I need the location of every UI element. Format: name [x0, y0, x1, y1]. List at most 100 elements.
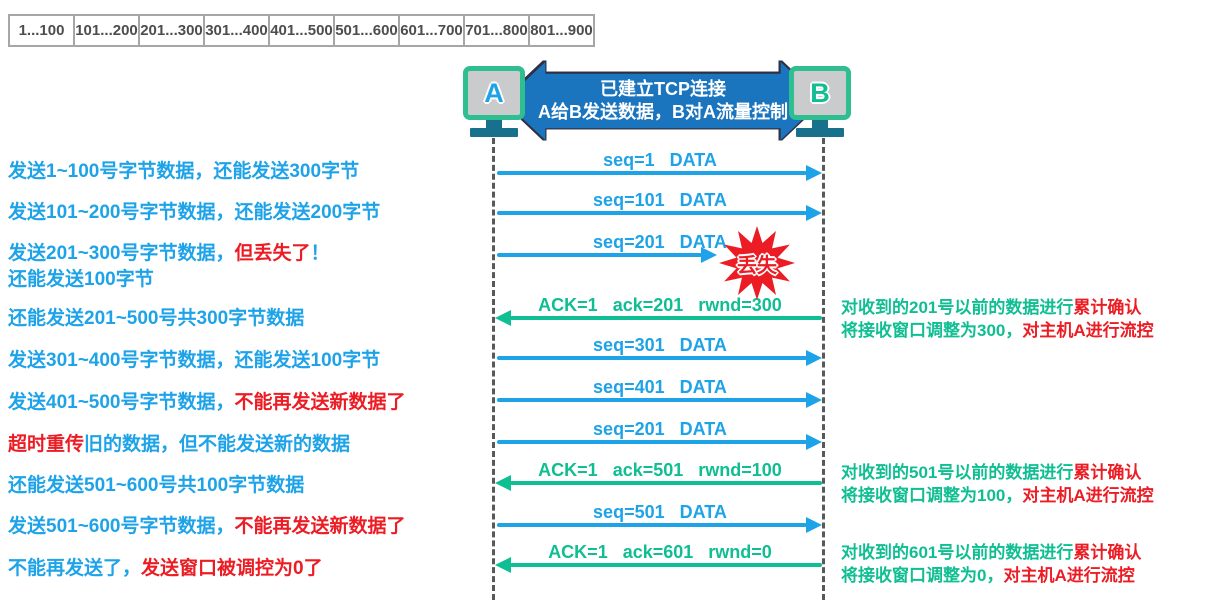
- sender-note: 发送501~600号字节数据，不能再发送新数据了: [8, 511, 406, 538]
- text-segment: 累计确认: [1073, 543, 1142, 562]
- sender-note: 超时重传旧的数据，但不能发送新的数据: [8, 429, 350, 456]
- data-arrow: [497, 165, 822, 181]
- lost-label: 丢失: [737, 254, 777, 277]
- arrowhead-right-icon: [806, 205, 822, 221]
- receiver-note-line: 对收到的201号以前的数据进行累计确认: [841, 296, 1154, 319]
- text-segment: 对主机A进行流控: [1003, 566, 1135, 585]
- byte-range-cell: 101...200: [73, 14, 140, 47]
- monitor-stand-icon: [796, 128, 844, 137]
- message-label: seq=301 DATA: [593, 335, 727, 355]
- data-arrow: [497, 434, 822, 450]
- text-segment: 但丢失了: [234, 243, 311, 264]
- data-arrow: [497, 517, 822, 533]
- arrowhead-left-icon: [495, 557, 511, 573]
- text-segment: 累计确认: [1073, 298, 1142, 317]
- host-b-label: B: [810, 77, 830, 108]
- receiver-note-line: 对收到的501号以前的数据进行累计确认: [841, 461, 1154, 484]
- sender-note: 发送401~500号字节数据，不能再发送新数据了: [8, 387, 406, 414]
- lifeline-b: [822, 138, 825, 600]
- banner-line1: 已建立TCP连接: [600, 79, 726, 99]
- data-arrow-lost: [497, 247, 717, 263]
- text-segment: 发送401~500号字节数据，: [8, 392, 235, 413]
- byte-range-cell: 1...100: [8, 14, 75, 47]
- ack-arrow: [495, 310, 822, 326]
- sender-note: 还能发送100字节: [8, 264, 154, 291]
- text-segment: 发送201~300号字节数据，: [8, 243, 235, 264]
- text-segment: 对收到的601号以前的数据进行: [841, 543, 1074, 562]
- data-arrow: [497, 392, 822, 408]
- text-segment: 发送301~400号字节数据，还能发送100字节: [8, 350, 381, 371]
- text-segment: 累计确认: [1073, 463, 1142, 482]
- message-label: seq=401 DATA: [593, 377, 727, 397]
- message-label: seq=501 DATA: [593, 502, 727, 522]
- arrowhead-right-icon: [806, 392, 822, 408]
- arrowhead-left-icon: [495, 310, 511, 326]
- ack-arrow: [495, 475, 822, 491]
- text-segment: 不能再发送了，: [8, 558, 142, 579]
- sender-note: 还能发送501~600号共100字节数据: [8, 470, 304, 497]
- data-arrow: [497, 350, 822, 366]
- byte-range-cell: 701...800: [463, 14, 530, 47]
- byte-range-cell: 501...600: [333, 14, 400, 47]
- byte-range-cell: 601...700: [398, 14, 465, 47]
- sender-note: 还能发送201~500号共300字节数据: [8, 303, 304, 330]
- text-segment: 还能发送100字节: [8, 269, 154, 290]
- text-segment: 对收到的201号以前的数据进行: [841, 298, 1074, 317]
- host-a: A: [463, 66, 525, 137]
- text-segment: 不能再发送新数据了: [234, 392, 406, 413]
- computer-monitor-icon: A: [463, 66, 525, 120]
- sender-note: 发送301~400号字节数据，还能发送100字节: [8, 345, 380, 372]
- message-label: seq=201 DATA: [593, 419, 727, 439]
- text-segment: 发送501~600号字节数据，: [8, 516, 235, 537]
- text-segment: 将接收窗口调整为300，: [841, 321, 1023, 340]
- data-arrow: [497, 205, 822, 221]
- text-segment: 发送1~100号字节数据，还能发送300字节: [8, 161, 360, 182]
- ack-arrow: [495, 557, 822, 573]
- receiver-note-line: 将接收窗口调整为0，对主机A进行流控: [841, 564, 1141, 587]
- banner-line2: A给B发送数据，B对A流量控制: [538, 102, 788, 122]
- message-label: ACK=1 ack=601 rwnd=0: [548, 542, 772, 562]
- sender-note: 发送101~200号字节数据，还能发送200字节: [8, 197, 380, 224]
- text-segment: ！: [310, 243, 330, 264]
- text-segment: 还能发送201~500号共300字节数据: [8, 308, 305, 329]
- host-a-label: A: [484, 77, 504, 108]
- byte-range-cell: 201...300: [138, 14, 205, 47]
- text-segment: 不能再发送新数据了: [234, 516, 406, 537]
- sender-note: 发送1~100号字节数据，还能发送300字节: [8, 156, 359, 183]
- text-segment: 对主机A进行流控: [1022, 486, 1154, 505]
- receiver-note-line: 对收到的601号以前的数据进行累计确认: [841, 541, 1141, 564]
- text-segment: 将接收窗口调整为0，: [841, 566, 1004, 585]
- sender-note: 不能再发送了，发送窗口被调控为0了: [8, 553, 323, 580]
- byte-range-cell: 801...900: [528, 14, 595, 47]
- monitor-stand-icon: [486, 120, 502, 128]
- receiver-note: 对收到的601号以前的数据进行累计确认 将接收窗口调整为0，对主机A进行流控: [841, 541, 1141, 587]
- message-label: seq=101 DATA: [593, 190, 727, 210]
- receiver-note-line: 将接收窗口调整为100，对主机A进行流控: [841, 484, 1154, 507]
- text-segment: 还能发送501~600号共100字节数据: [8, 475, 305, 496]
- monitor-stand-icon: [470, 128, 518, 137]
- text-segment: 超时重传: [8, 434, 85, 455]
- message-label: seq=1 DATA: [603, 150, 717, 170]
- message-label: ACK=1 ack=501 rwnd=100: [538, 460, 782, 480]
- receiver-note: 对收到的501号以前的数据进行累计确认 将接收窗口调整为100，对主机A进行流控: [841, 461, 1154, 507]
- arrowhead-right-icon: [806, 165, 822, 181]
- receiver-note: 对收到的201号以前的数据进行累计确认 将接收窗口调整为300，对主机A进行流控: [841, 296, 1154, 342]
- text-segment: 将接收窗口调整为100，: [841, 486, 1023, 505]
- text-segment: 对收到的501号以前的数据进行: [841, 463, 1074, 482]
- text-segment: 发送窗口被调控为0了: [141, 558, 323, 579]
- sender-note: 发送201~300号字节数据，但丢失了！: [8, 238, 330, 265]
- tcp-connection-banner: 已建立TCP连接 A给B发送数据，B对A流量控制: [504, 62, 822, 140]
- computer-monitor-icon: B: [789, 66, 851, 120]
- message-label: ACK=1 ack=201 rwnd=300: [538, 295, 782, 315]
- host-b: B: [789, 66, 851, 137]
- arrowhead-right-icon: [701, 247, 717, 263]
- byte-range-cell: 301...400: [203, 14, 270, 47]
- monitor-stand-icon: [812, 120, 828, 128]
- lifeline-a: [492, 138, 495, 600]
- text-segment: 对主机A进行流控: [1022, 321, 1154, 340]
- arrowhead-right-icon: [806, 517, 822, 533]
- byte-range-cell: 401...500: [268, 14, 335, 47]
- byte-stream-table: 1...100 101...200 201...300 301...400 40…: [8, 14, 595, 47]
- text-segment: 发送101~200号字节数据，还能发送200字节: [8, 202, 381, 223]
